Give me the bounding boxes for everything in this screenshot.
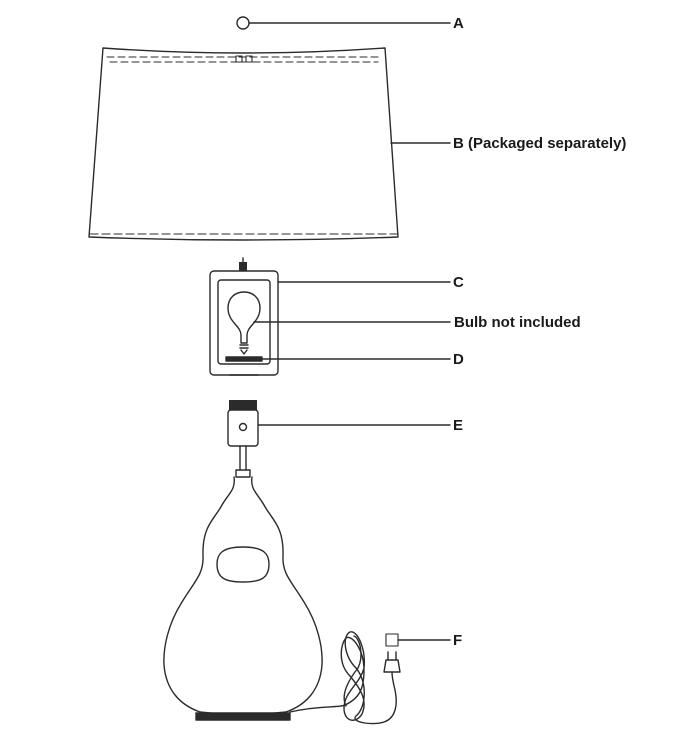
socket-part-e	[227, 400, 451, 478]
lampshade-part-b	[88, 47, 451, 241]
harp-box-part-c	[209, 257, 451, 376]
finial-part-a	[236, 16, 451, 30]
label-c: C	[453, 274, 464, 291]
label-f: F	[453, 632, 462, 649]
label-b-packaged-separately: B (Packaged separately)	[453, 135, 626, 152]
label-e: E	[453, 417, 463, 434]
label-a: A	[453, 15, 464, 32]
lamp-base-body	[163, 476, 323, 721]
bulb-illustration	[227, 291, 451, 355]
harp-saddle-part-d	[225, 356, 451, 362]
label-d: D	[453, 351, 464, 368]
cord-part-f	[289, 631, 451, 725]
label-bulb-not-included: Bulb not included	[454, 314, 581, 331]
